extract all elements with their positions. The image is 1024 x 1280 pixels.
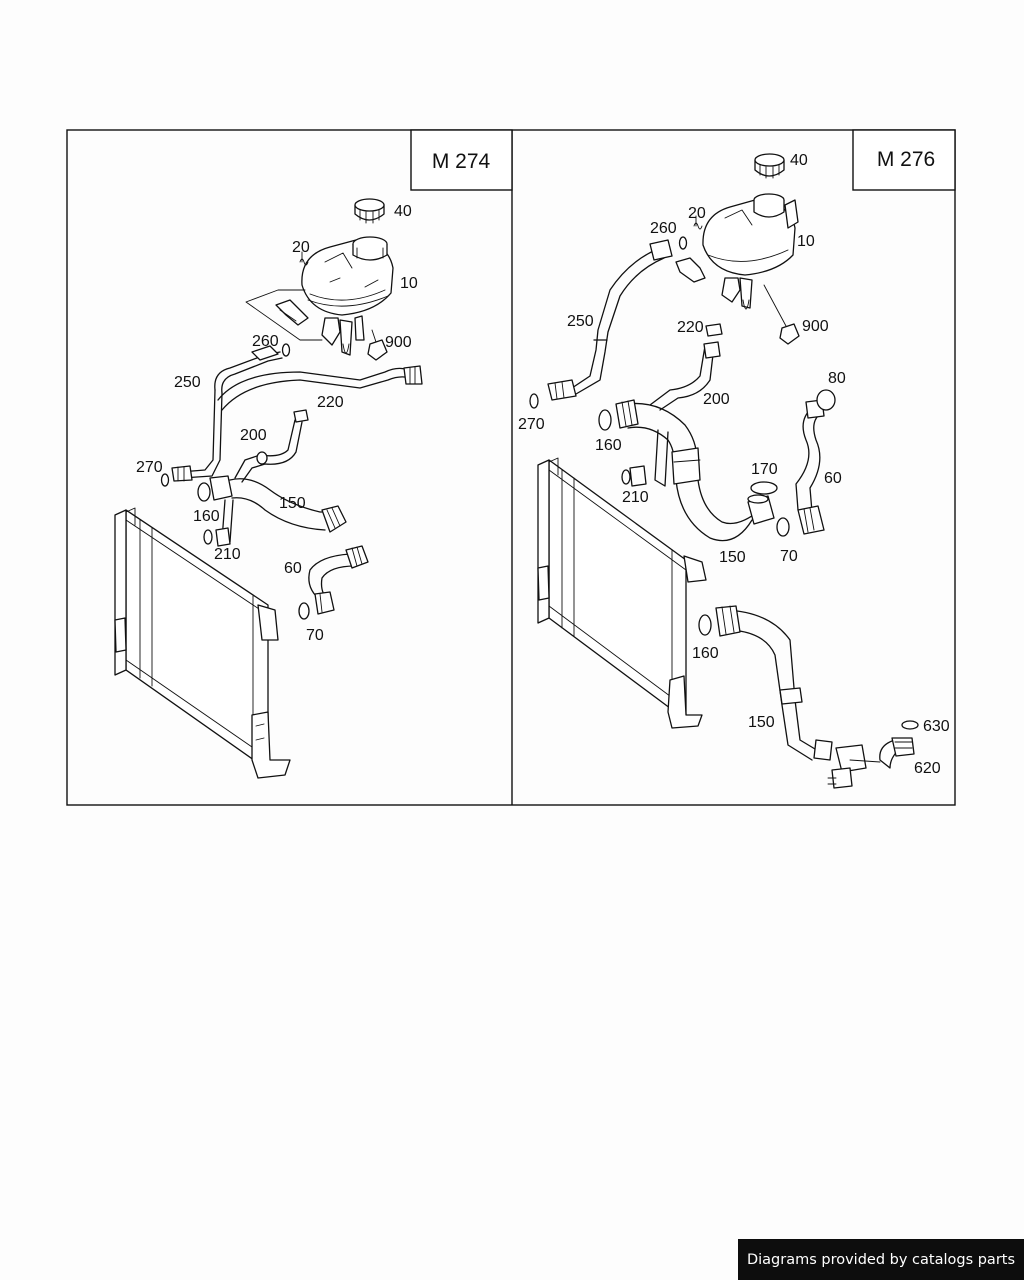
filler-cap <box>754 153 785 179</box>
callout-40: 40 <box>790 152 808 169</box>
callout-150: 150 <box>719 549 746 566</box>
callout-200: 200 <box>240 427 267 444</box>
callout-260: 260 <box>252 333 279 350</box>
panel-title-m276: M 276 <box>877 148 935 171</box>
callout-220: 220 <box>317 394 344 411</box>
footer-credit: Diagrams provided by catalogs parts <box>738 1239 1024 1280</box>
seal-210 <box>621 469 631 485</box>
seal-210 <box>203 529 213 545</box>
clamp-20 <box>693 222 703 230</box>
callout-160-lower: 160 <box>692 645 719 662</box>
seal-260 <box>678 236 688 250</box>
callout-10: 10 <box>400 275 418 292</box>
level-sensor <box>763 284 800 345</box>
callout-220: 220 <box>677 319 704 336</box>
seal-270 <box>529 393 539 409</box>
seal-270 <box>160 473 170 487</box>
seal-70 <box>298 602 310 620</box>
seal-170 <box>750 481 778 495</box>
callout-160: 160 <box>595 437 622 454</box>
hose-200 <box>234 419 303 483</box>
callout-270: 270 <box>136 459 163 476</box>
hose-150-upper <box>615 399 775 542</box>
hose-60 <box>308 545 369 615</box>
hose-150-lower <box>715 605 833 761</box>
radiator <box>537 457 707 729</box>
drawing-m274: 40 20 10 900 260 250 220 200 270 150 160… <box>114 198 423 779</box>
callout-150: 150 <box>279 495 306 512</box>
callout-250: 250 <box>174 374 201 391</box>
seal-160 <box>598 409 612 431</box>
seal-80 <box>816 389 836 411</box>
seal-70 <box>776 517 790 537</box>
seal-630 <box>901 720 919 730</box>
callout-210: 210 <box>214 546 241 563</box>
callout-70: 70 <box>780 548 798 565</box>
clamp-20 <box>299 258 309 266</box>
callout-10: 10 <box>797 233 815 250</box>
hose-200 <box>649 341 721 411</box>
expansion-tank <box>675 193 799 310</box>
callout-900: 900 <box>385 334 412 351</box>
callout-250: 250 <box>567 313 594 330</box>
callout-200: 200 <box>703 391 730 408</box>
connector-220 <box>705 323 723 337</box>
hose-150 <box>209 475 347 543</box>
callout-80: 80 <box>828 370 846 387</box>
filler-cap <box>354 198 385 224</box>
callout-20: 20 <box>688 205 706 222</box>
connector-220 <box>293 409 309 423</box>
callout-170: 170 <box>751 461 778 478</box>
seal-160-lower <box>698 614 712 636</box>
callout-630: 630 <box>923 718 950 735</box>
panel-title-m274: M 274 <box>432 150 491 173</box>
callout-60: 60 <box>284 560 302 577</box>
vent-hose <box>547 239 673 401</box>
expansion-tank <box>245 236 394 356</box>
fitting-620 <box>827 737 915 789</box>
footer-credit-text: Diagrams provided by catalogs parts <box>746 1251 1016 1268</box>
panel-title-box-m276: M 276 <box>852 129 956 191</box>
callout-900: 900 <box>802 318 829 335</box>
panel-title-box-m274: M 274 <box>410 129 513 191</box>
callout-210: 210 <box>622 489 649 506</box>
level-sensor <box>367 329 388 361</box>
callout-40: 40 <box>394 203 412 220</box>
callout-20: 20 <box>292 239 310 256</box>
seal-260 <box>281 343 291 357</box>
callout-160: 160 <box>193 508 220 525</box>
callout-270: 270 <box>518 416 545 433</box>
callout-620: 620 <box>914 760 941 777</box>
vent-hose <box>171 345 423 482</box>
drawing-m276: 40 20 260 10 250 220 900 80 270 200 160 … <box>518 152 950 789</box>
callout-260: 260 <box>650 220 677 237</box>
radiator <box>114 507 291 779</box>
callout-70: 70 <box>306 627 324 644</box>
callout-150-lower: 150 <box>748 714 775 731</box>
seal-160 <box>197 482 211 502</box>
callout-60: 60 <box>824 470 842 487</box>
hose-60 <box>795 399 825 535</box>
